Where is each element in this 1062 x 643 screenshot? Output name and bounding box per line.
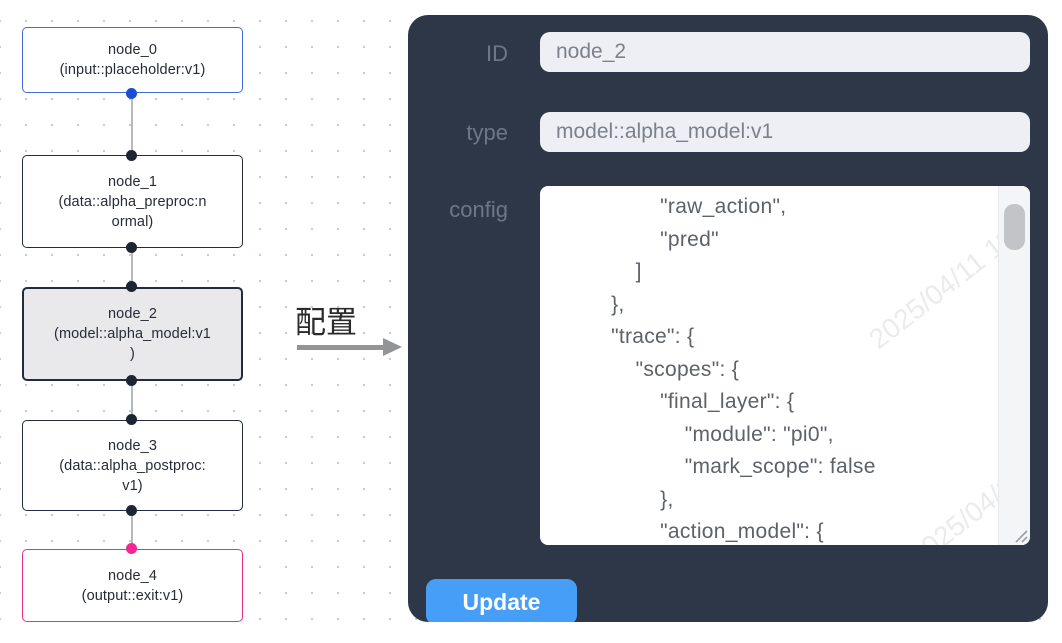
type-field-label: type (466, 120, 508, 145)
node-title: node_2 (108, 306, 157, 322)
config-textarea[interactable]: "raw_action", "pred" ] }, "trace": { "sc… (540, 186, 1030, 545)
flow-node-node-2-selected[interactable]: node_2 (model::alpha_model:v1 ) (22, 287, 243, 381)
resize-handle-icon[interactable] (1013, 528, 1028, 543)
update-button[interactable]: Update (426, 579, 577, 622)
port-node1-input[interactable] (126, 150, 137, 161)
node-type-line: v1) (122, 477, 143, 494)
configure-annotation-label: 配置 (295, 305, 357, 340)
right-arrow-icon (297, 345, 383, 350)
scrollbar-thumb[interactable] (1004, 204, 1025, 250)
right-arrow-head-icon (383, 338, 402, 356)
port-node3-input[interactable] (126, 414, 137, 425)
node-title: node_4 (108, 567, 157, 584)
flow-node-node-1[interactable]: node_1 (data::alpha_preproc:n ormal) (22, 155, 243, 248)
port-node2-output[interactable] (126, 375, 137, 386)
flow-node-node-3[interactable]: node_3 (data::alpha_postproc: v1) (22, 420, 243, 511)
edge-node3-node4 (131, 511, 133, 549)
node-type-line: (model::alpha_model:v1 (54, 326, 211, 342)
port-node2-input[interactable] (126, 281, 137, 292)
edge-node2-node3 (131, 381, 133, 420)
config-panel: ID type config "raw_action", "pred" ] },… (408, 15, 1048, 622)
node-title: node_1 (108, 173, 157, 190)
node-title: node_0 (108, 42, 157, 58)
port-node4-input[interactable] (126, 543, 137, 554)
id-input[interactable] (540, 32, 1030, 72)
flow-node-node-4[interactable]: node_4 (output::exit:v1) (22, 549, 243, 622)
edge-node0-node1 (131, 93, 133, 155)
port-node3-output[interactable] (126, 505, 137, 516)
node-type-line: (output::exit:v1) (81, 587, 184, 604)
flow-node-node-0[interactable]: node_0 (input::placeholder:v1) (22, 27, 243, 93)
node-type-line: ) (130, 346, 135, 362)
node-type-line: (data::alpha_postproc: (59, 457, 206, 474)
node-type-line: (data::alpha_preproc:n (58, 193, 207, 210)
node-title: node_3 (108, 437, 157, 454)
type-input[interactable] (540, 112, 1030, 152)
edge-node1-node2 (131, 248, 133, 287)
config-json-text: "raw_action", "pred" ] }, "trace": { "sc… (611, 195, 876, 543)
config-field-label: config (449, 197, 508, 222)
node-type-line: ormal) (111, 213, 154, 230)
node-type-line: (input::placeholder:v1) (59, 62, 206, 78)
port-node0-output[interactable] (126, 88, 137, 99)
id-field-label: ID (486, 41, 508, 66)
port-node1-output[interactable] (126, 242, 137, 253)
